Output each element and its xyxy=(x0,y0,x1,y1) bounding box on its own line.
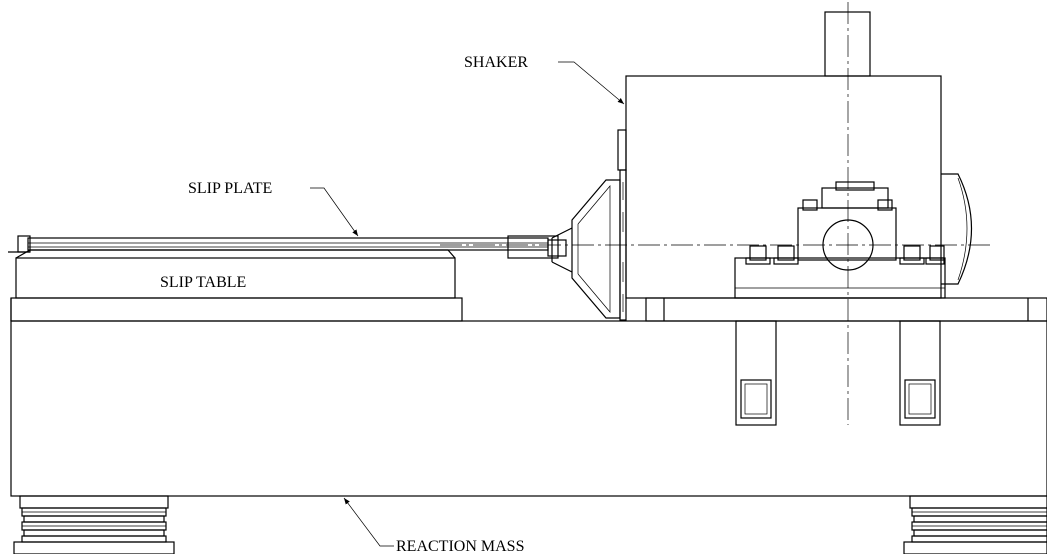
label-slip-plate: SLIP PLATE xyxy=(188,180,272,197)
reaction-mass xyxy=(10,298,1047,497)
label-shaker: SHAKER xyxy=(464,54,528,71)
label-slip-table-callout: SLIP TABLE xyxy=(160,274,246,291)
slip-plate xyxy=(8,235,567,259)
shaker-body xyxy=(617,11,972,299)
isolator-mount-right xyxy=(903,495,1047,554)
label-reaction-mass: REACTION MASS xyxy=(396,538,524,554)
shaker-base-plate xyxy=(645,297,1047,426)
label-shaker-callout: SHAKER xyxy=(464,54,625,105)
isolator-mount-left xyxy=(13,495,175,554)
centerlines xyxy=(440,2,990,425)
label-slip-plate-callout: SLIP PLATE xyxy=(188,180,359,237)
label-slip-table: SLIP TABLE xyxy=(160,274,246,291)
trunnion-bearing xyxy=(734,181,946,299)
label-reaction-mass-callout: REACTION MASS xyxy=(343,497,524,554)
